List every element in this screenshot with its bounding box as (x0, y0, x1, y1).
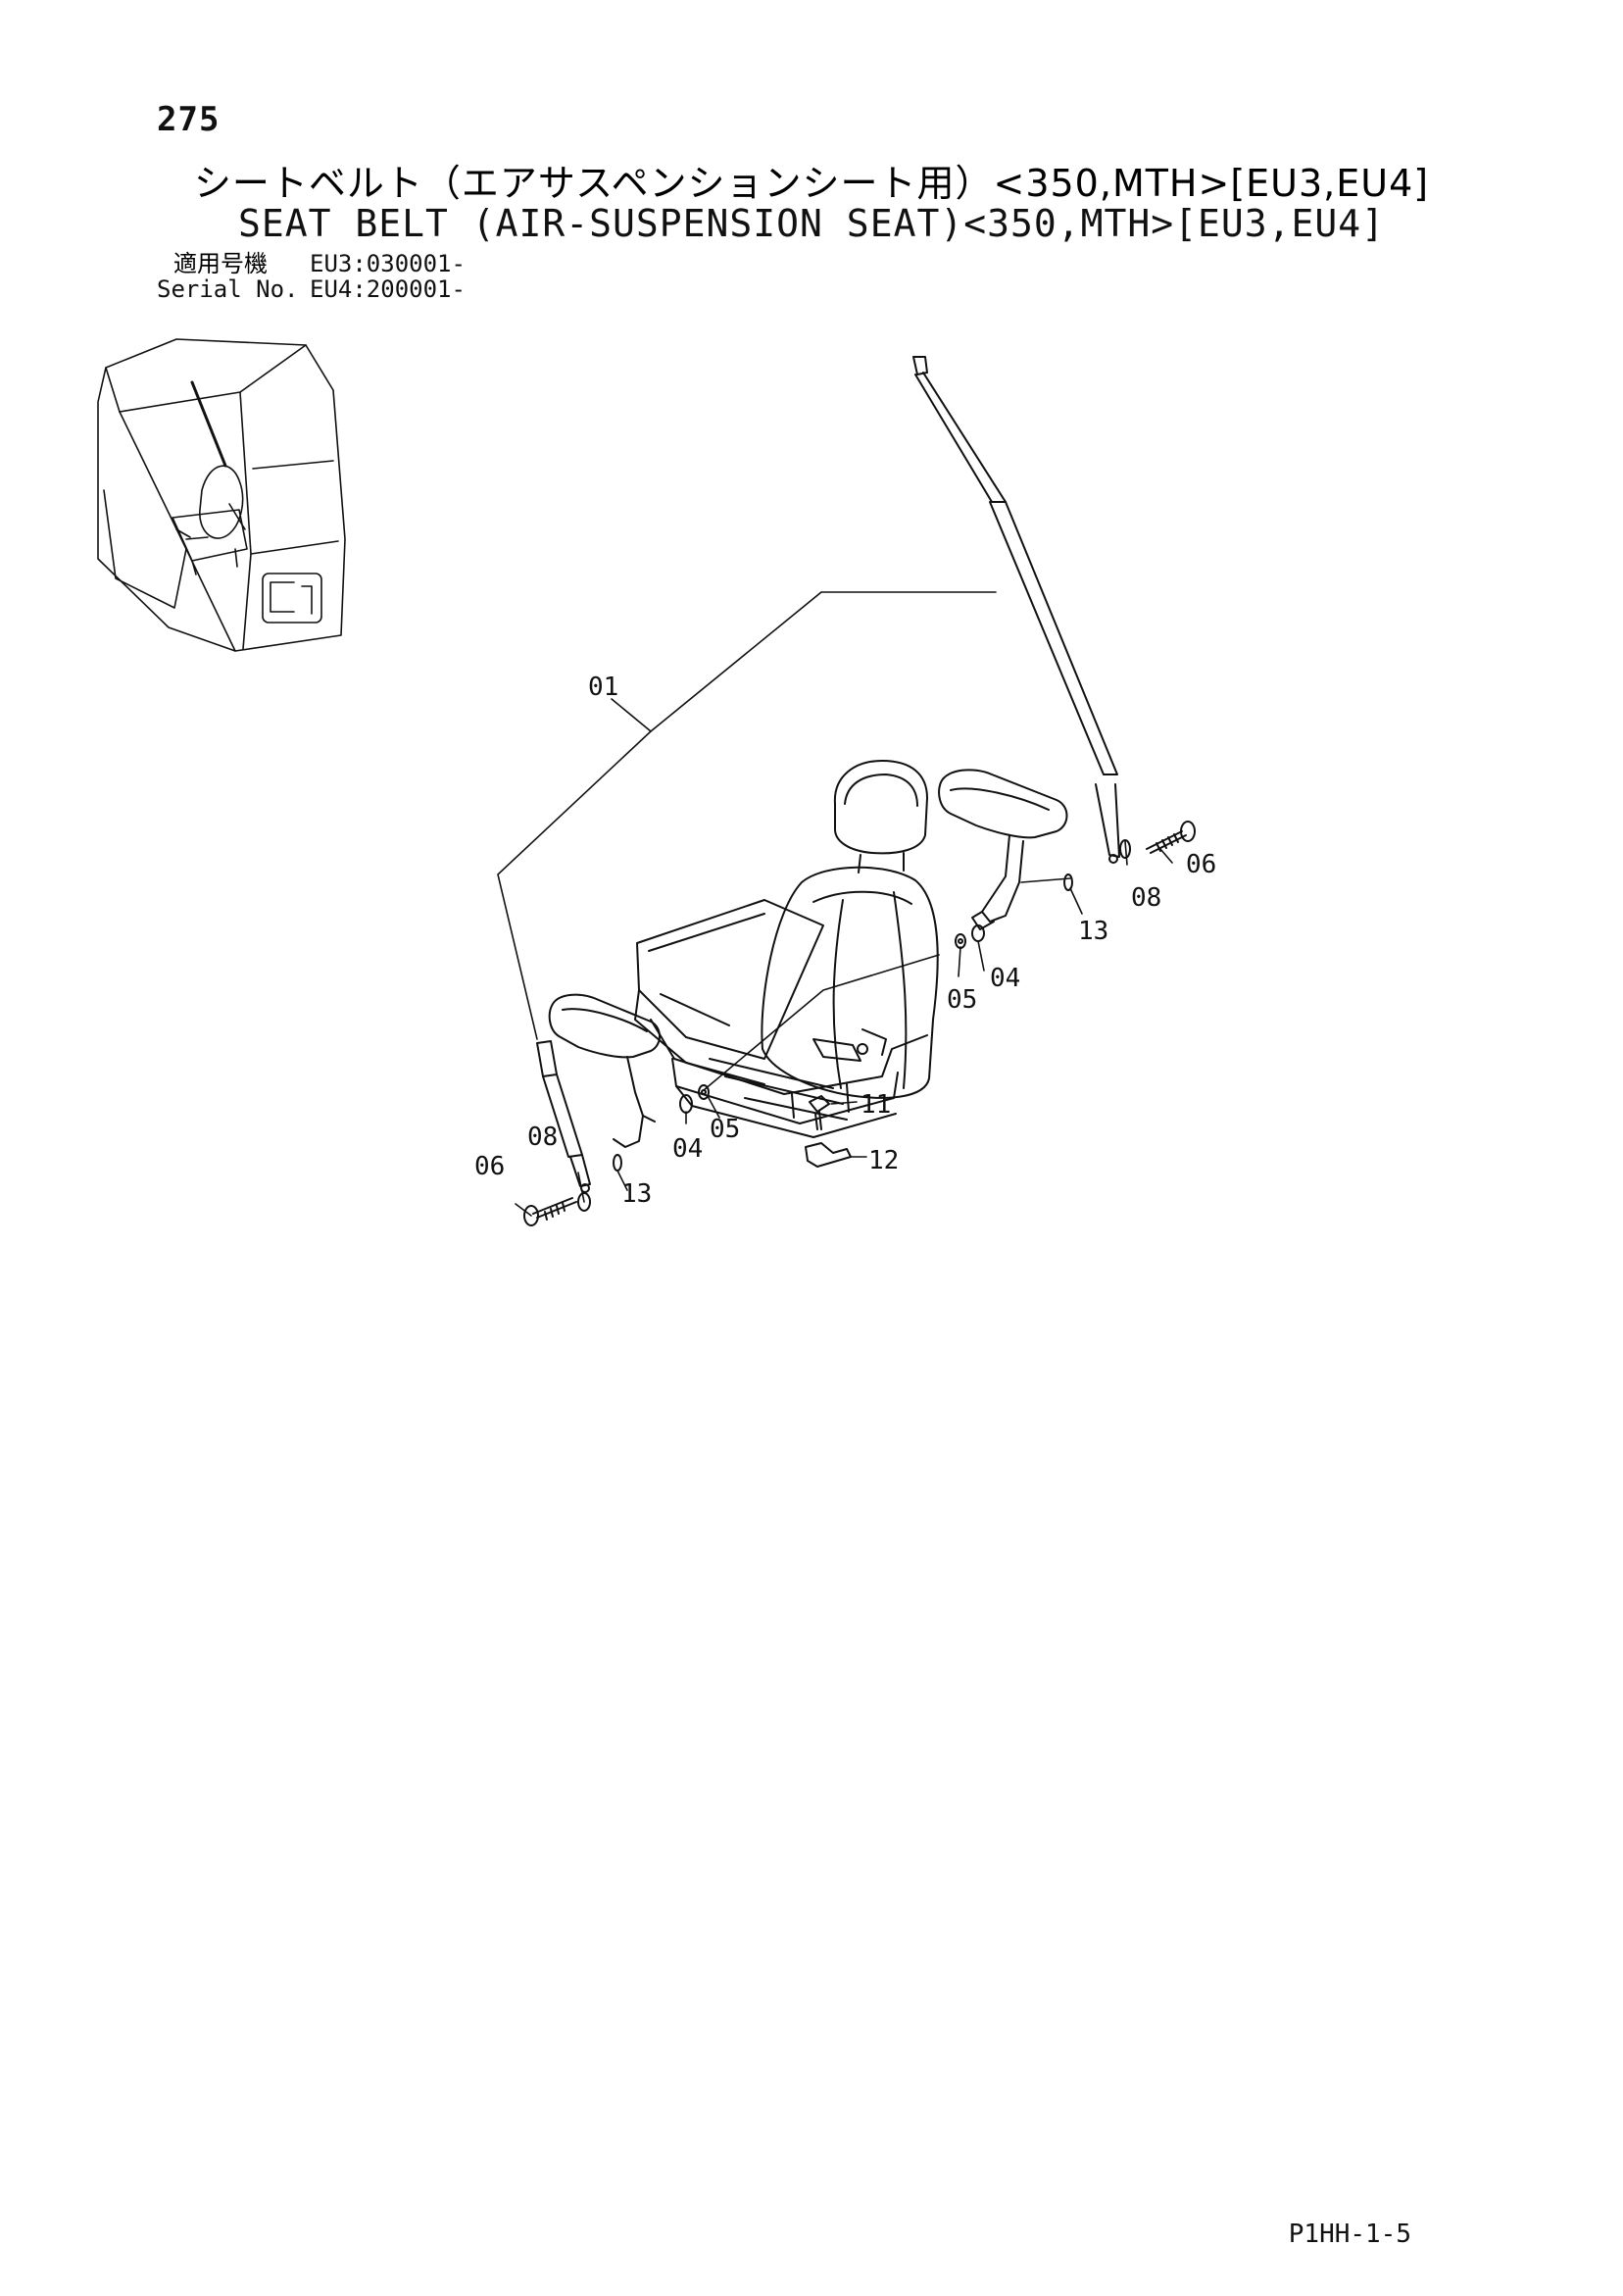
callout-06-right: 06 (1186, 850, 1216, 879)
bracket-hardware (805, 1095, 852, 1168)
title-english: SEAT BELT (AIR-SUSPENSION SEAT)<350,MTH>… (237, 202, 1386, 245)
washer-08-left (577, 1192, 591, 1212)
serial-value-eu3: EU3:030001- (310, 250, 466, 277)
bolt-06-right (1146, 830, 1183, 850)
callout-06-left: 06 (474, 1152, 505, 1181)
bolt-11 (809, 1095, 830, 1113)
left-hardware (523, 1084, 710, 1226)
collar-13-left (613, 1154, 622, 1172)
bracket-12 (805, 1142, 852, 1168)
nut-05-right (955, 933, 966, 949)
nut-05-left (698, 1084, 710, 1100)
callout-11: 11 (861, 1090, 891, 1120)
leader-lines (497, 591, 1173, 1217)
serial-label-japanese: 適用号機 (173, 250, 268, 277)
page-number: 275 (157, 100, 221, 139)
callout-13-left: 13 (621, 1179, 652, 1209)
callout-12: 12 (868, 1146, 899, 1175)
serial-label-english: Serial No. (157, 275, 299, 303)
right-armrest (938, 769, 1068, 930)
callout-05-left: 05 (710, 1115, 740, 1144)
left-armrest (548, 993, 661, 1148)
callout-01: 01 (588, 673, 618, 702)
callout-13-right: 13 (1078, 917, 1108, 946)
title-japanese: シートベルト（エアサスペンションシート用）<350,MTH>[EU3,EU4] (193, 162, 1430, 205)
collar-13-right (1063, 873, 1073, 891)
cab-location-thumbnail (97, 338, 346, 652)
callout-05-right: 05 (947, 985, 977, 1015)
shoulder-belt (912, 356, 1120, 864)
bolt-06-left (532, 1197, 573, 1215)
washer-08-right (1119, 839, 1131, 859)
callout-04-right: 04 (990, 964, 1020, 993)
left-lap-belt (536, 1040, 591, 1193)
air-suspension-seat (634, 760, 939, 1138)
callout-04-left: 04 (672, 1134, 703, 1164)
callout-labels: 01 08 06 13 04 05 08 06 13 04 05 11 12 (474, 673, 1216, 1209)
callout-08-right: 08 (1131, 883, 1161, 913)
footer-page-code: P1HH-1-5 (1288, 2220, 1411, 2249)
callout-08-left: 08 (527, 1123, 558, 1152)
serial-value-eu4: EU4:200001- (310, 275, 466, 303)
